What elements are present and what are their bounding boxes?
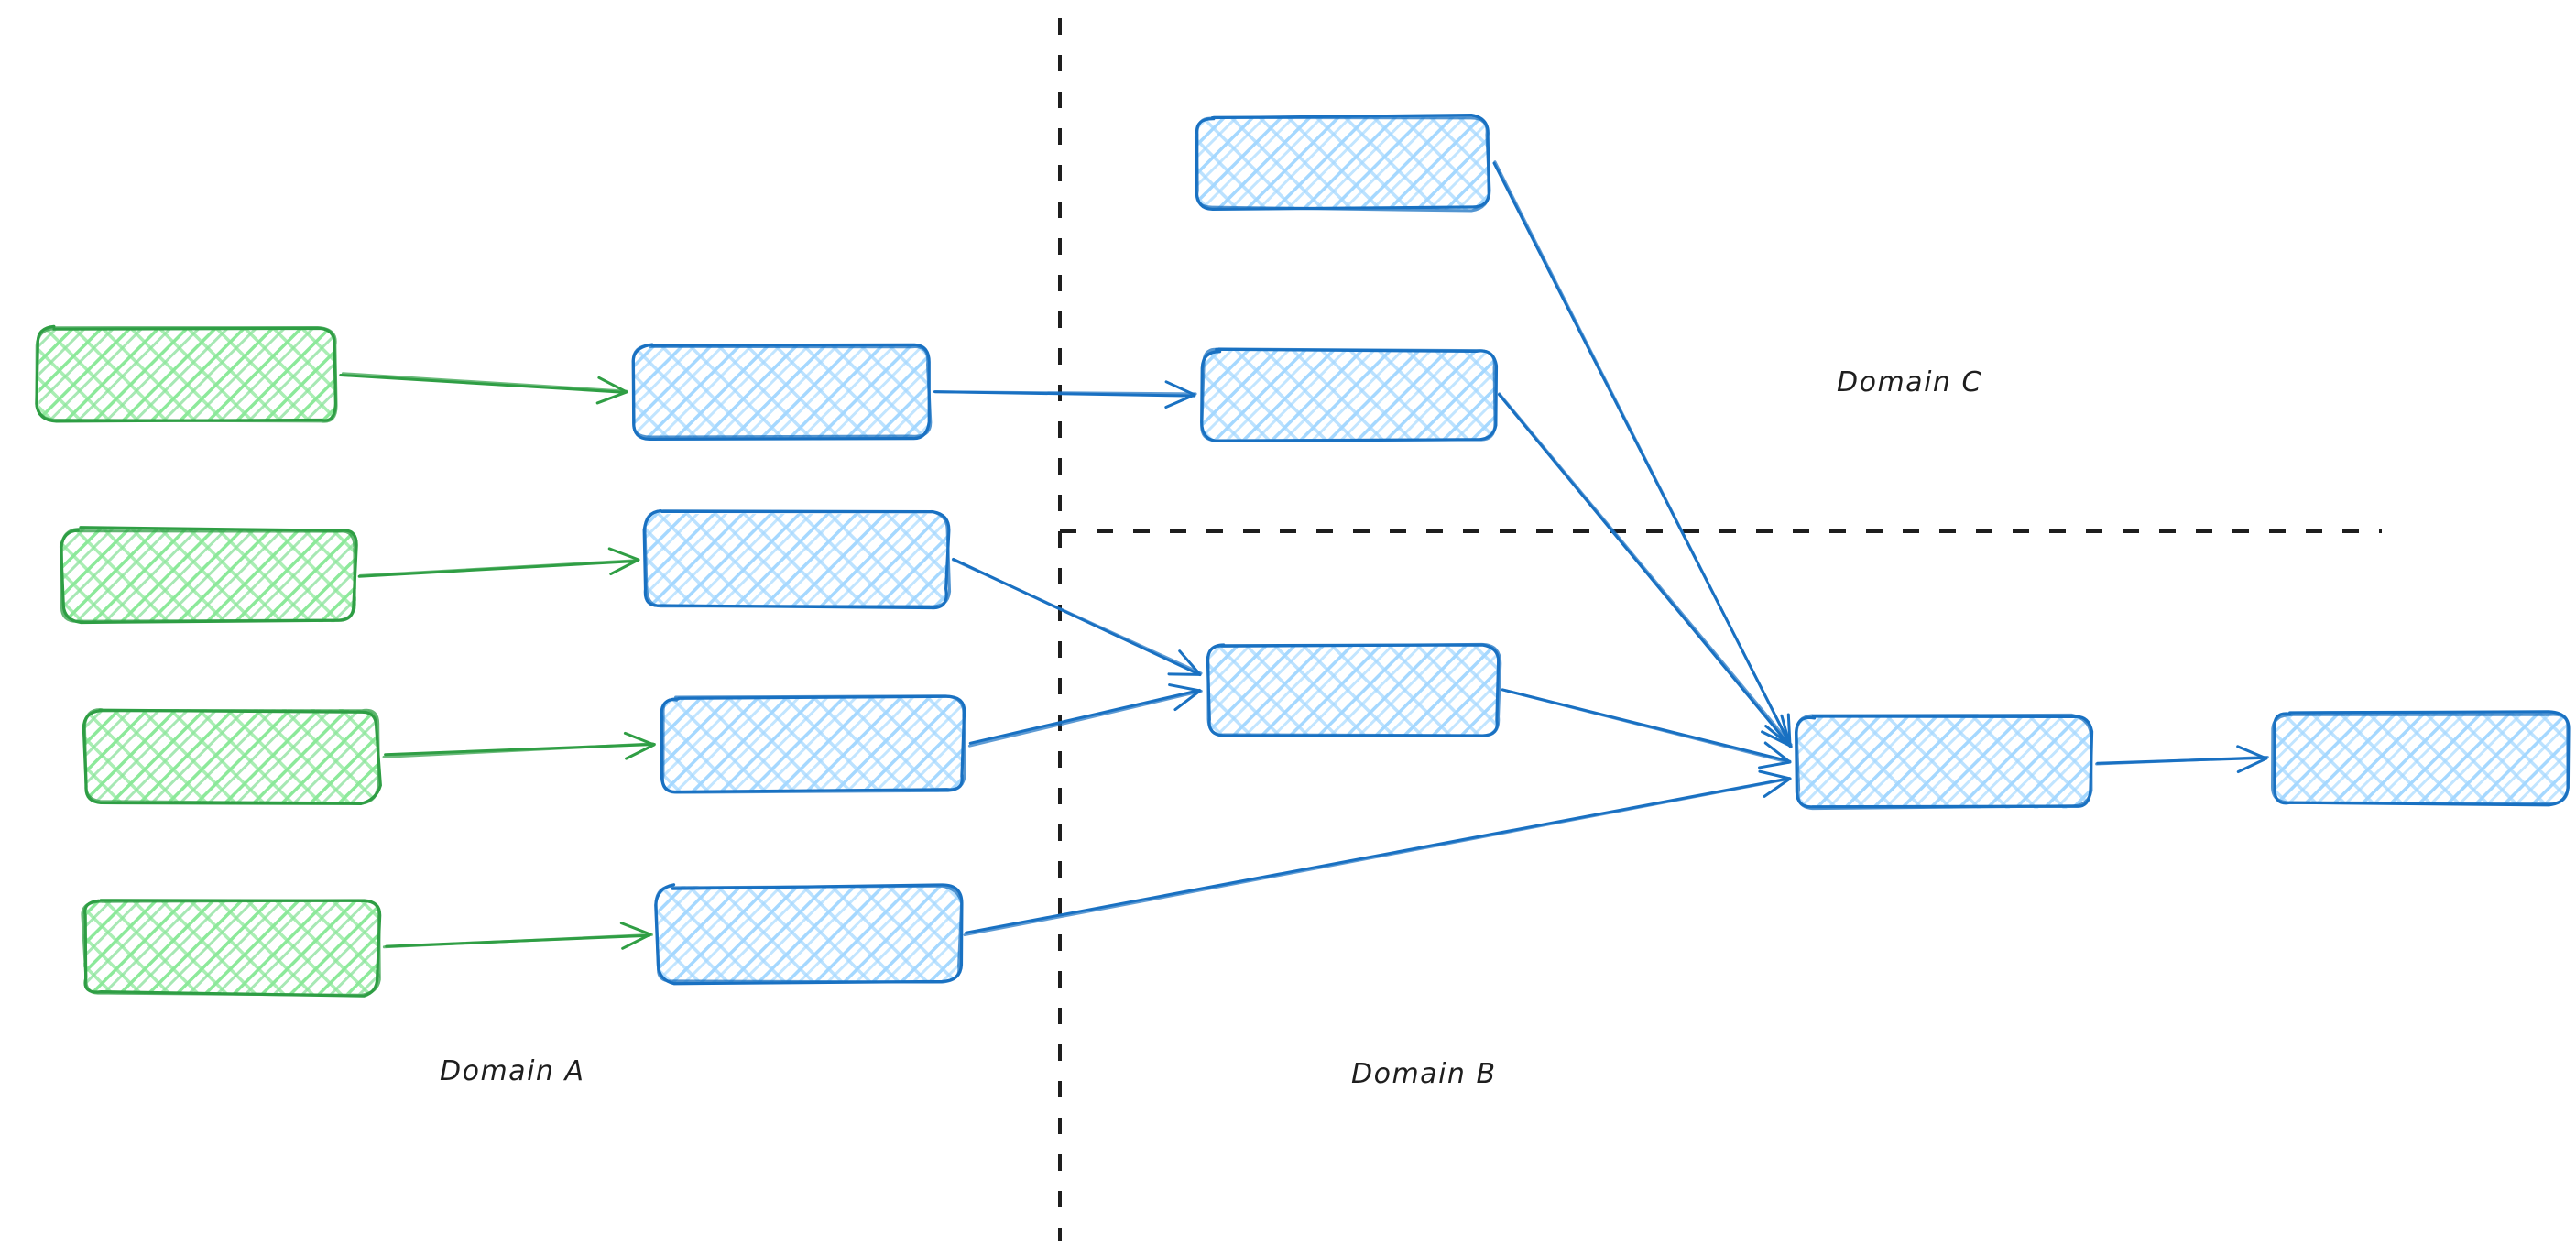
diagram-node[interactable] (631, 343, 933, 441)
node-outline (81, 899, 381, 997)
edge-line (1504, 689, 1791, 764)
diagram-node[interactable] (1206, 642, 1502, 737)
node-fill-cross (1796, 715, 2090, 809)
node-outline (654, 884, 964, 984)
edges-layer (339, 160, 2269, 950)
diagram-node[interactable] (35, 324, 338, 423)
edge-line (968, 688, 1201, 745)
diagram-edge (2095, 745, 2269, 774)
diagram-node[interactable] (2271, 710, 2571, 807)
domain-label-b: Domain B (1351, 1058, 1497, 1090)
diagram-edge (933, 380, 1197, 409)
nodes-layer (35, 114, 2571, 998)
node-fill-cross (657, 887, 962, 982)
diagram-edge (357, 547, 640, 578)
node-fill-cross (1202, 349, 1496, 441)
edge-arrowhead (623, 731, 656, 760)
diagram-edge (1501, 688, 1792, 769)
edge-arrowhead (1761, 714, 1792, 748)
node-outline (35, 325, 338, 423)
node-outline (631, 343, 933, 439)
edge-arrowhead (595, 376, 628, 405)
node-fill-cross (633, 344, 930, 438)
diagram-edge (963, 769, 1792, 937)
node-outline (1195, 115, 1491, 213)
edge-line (382, 742, 655, 758)
node-outline (1795, 713, 2093, 811)
edge-arrowhead (1168, 683, 1202, 712)
node-outline (1206, 642, 1502, 737)
edge-line (951, 558, 1203, 675)
edge-line (358, 559, 639, 577)
node-outline (2271, 713, 2570, 805)
node-outline (643, 509, 952, 608)
edge-line (341, 372, 628, 393)
node-fill-cross (1206, 644, 1500, 737)
diagram-edge (382, 731, 656, 760)
diagram-node[interactable] (82, 708, 382, 805)
diagram-node[interactable] (654, 883, 964, 986)
edge-arrowhead (1164, 380, 1196, 409)
node-fill-cross (1194, 116, 1490, 210)
diagram-node[interactable] (1795, 713, 2094, 811)
node-outline (82, 708, 380, 805)
diagram-node[interactable] (660, 694, 966, 794)
edge-arrowhead (2236, 745, 2268, 774)
diagram-edge (951, 557, 1203, 677)
domain-label-a: Domain A (440, 1055, 585, 1087)
diagram-node[interactable] (1200, 347, 1499, 443)
edge-arrowhead (619, 922, 652, 950)
edge-arrowhead (1758, 741, 1792, 769)
edge-line (963, 777, 1792, 937)
diagram-edge (382, 922, 653, 950)
edge-line (934, 390, 1197, 396)
diagram-edge (339, 372, 628, 405)
edge-arrowhead (1167, 649, 1202, 676)
node-fill-cross (82, 900, 381, 995)
edge-line (967, 689, 1203, 748)
node-outline (60, 527, 356, 623)
diagram-edge (1497, 392, 1793, 748)
edge-arrowhead (607, 547, 640, 576)
node-fill-cross (61, 529, 357, 622)
diagram-node[interactable] (81, 899, 382, 998)
node-fill-cross (38, 326, 337, 422)
node-fill-cross (84, 708, 378, 802)
node-fill-cross (645, 511, 949, 607)
edge-line (1493, 160, 1793, 748)
edge-line (1498, 392, 1793, 747)
domain-label-c: Domain C (1837, 366, 1982, 398)
diagram-node[interactable] (59, 526, 358, 625)
divider-layer (1058, 18, 2382, 1241)
edge-arrowhead (1758, 769, 1792, 798)
node-outline (1200, 347, 1497, 442)
edge-line (2095, 756, 2269, 766)
edge-line (382, 933, 653, 949)
node-fill-cross (660, 697, 965, 792)
diagram-edge (1492, 160, 1793, 748)
node-outline (660, 694, 966, 794)
node-fill-cross (2272, 712, 2568, 804)
diagram-node[interactable] (642, 509, 952, 610)
diagram-node[interactable] (1194, 114, 1491, 213)
diagram-edge (967, 683, 1203, 748)
